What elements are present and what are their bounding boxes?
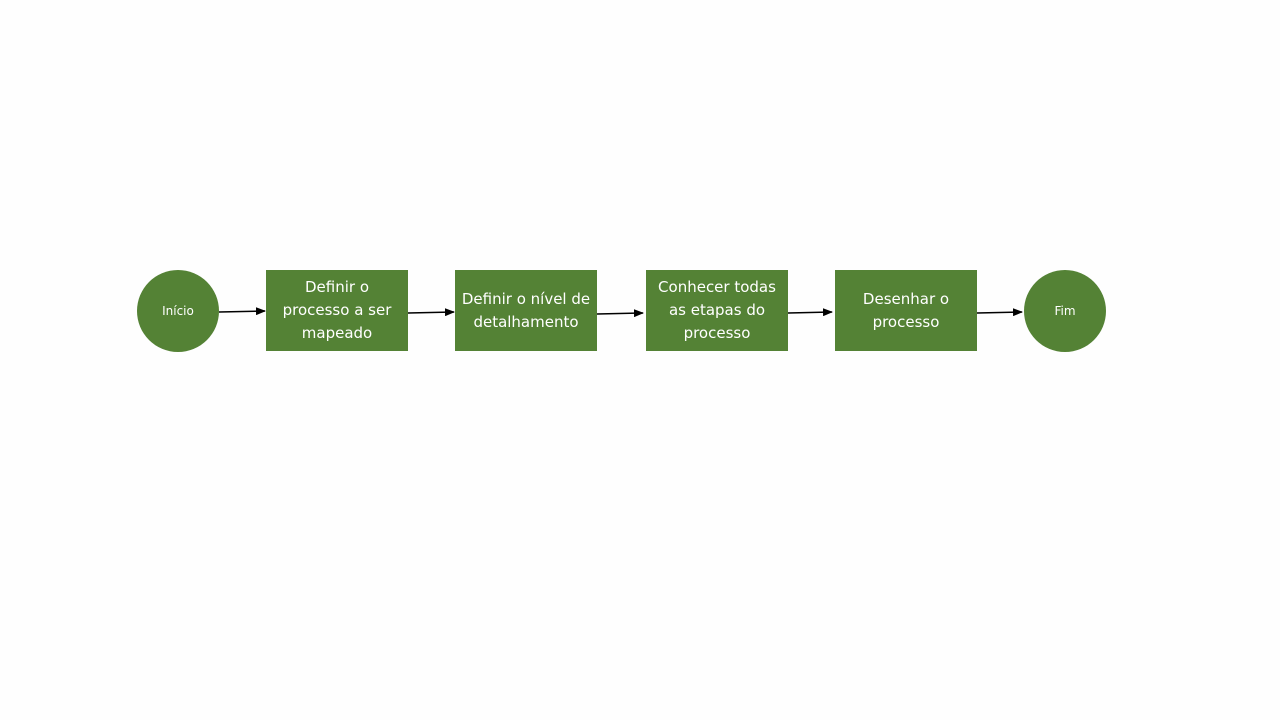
arrow-step2-to-step3 bbox=[596, 309, 644, 318]
arrow-start-to-step1 bbox=[218, 307, 266, 316]
step-know-all-stages-node: Conhecer todas as etapas do processo bbox=[646, 270, 788, 351]
end-node: Fim bbox=[1024, 270, 1106, 352]
start-node-label: Início bbox=[162, 304, 194, 318]
arrow-step3-to-step4 bbox=[787, 308, 833, 317]
step-draw-process-node: Desenhar o processo bbox=[835, 270, 977, 351]
step-know-all-stages-label: Conhecer todas as etapas do processo bbox=[658, 278, 776, 342]
step-define-detail-level-label: Definir o nível de detalhamento bbox=[461, 289, 591, 331]
step-define-process-label: Definir o processo a ser mapeado bbox=[282, 278, 392, 342]
step-define-detail-level-node: Definir o nível de detalhamento bbox=[455, 270, 597, 351]
start-node: Início bbox=[137, 270, 219, 352]
arrow-step4-to-end bbox=[976, 308, 1023, 317]
arrow-step1-to-step2 bbox=[407, 308, 455, 317]
end-node-label: Fim bbox=[1054, 304, 1076, 318]
step-define-process-node: Definir o processo a ser mapeado bbox=[266, 270, 408, 351]
step-draw-process-label: Desenhar o processo bbox=[862, 289, 950, 331]
